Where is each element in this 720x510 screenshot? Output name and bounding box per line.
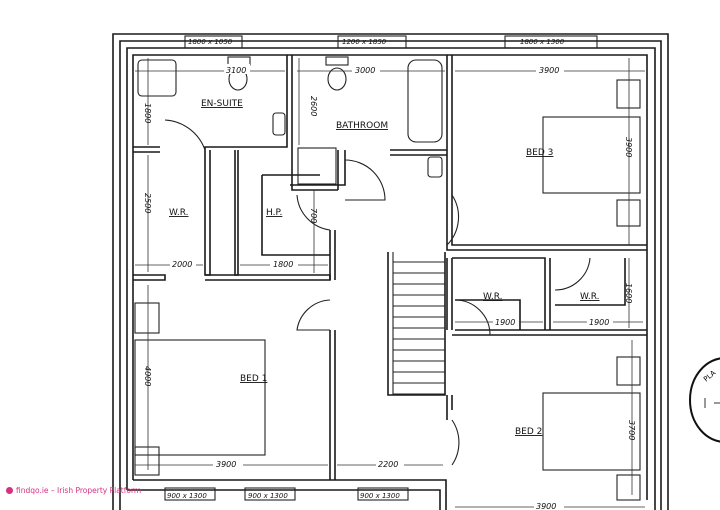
- window-label: 1800 x 1300: [520, 38, 565, 46]
- shower-tray-ensuite: [137, 59, 177, 97]
- stairs: [392, 252, 445, 395]
- dimension: 1900: [495, 318, 515, 327]
- bathroom-door: [344, 159, 386, 201]
- window-label: 900 x 1300: [248, 492, 288, 500]
- dimension: 2200: [378, 460, 398, 469]
- room-label-wr: W.R.: [483, 292, 503, 302]
- internal-walls: [133, 55, 647, 480]
- bath: [407, 59, 443, 143]
- bed3-door: [446, 194, 460, 246]
- dimension: 3000: [355, 66, 375, 75]
- toilet-bathroom: [327, 67, 347, 91]
- dimension: 3700: [627, 420, 636, 440]
- nightstand: [134, 446, 160, 476]
- bed2-door: [451, 419, 460, 466]
- window-label: 1200 x 1850: [342, 38, 387, 46]
- dimension: 1800: [273, 260, 293, 269]
- window-bottom-2: [244, 487, 296, 501]
- room-label-en-suite: EN-SUITE: [201, 99, 243, 109]
- window-label: 900 x 1300: [360, 492, 400, 500]
- external-walls: [112, 33, 669, 510]
- stamp-text: PLA: [702, 369, 717, 384]
- dimension: 1900: [589, 318, 609, 327]
- shower-tray-bathroom: [297, 147, 337, 185]
- window-label: 1800 x 1050: [188, 38, 233, 46]
- basin-bathroom: [427, 156, 443, 178]
- watermark-text: findqo.ie – Irish Property Platform: [16, 486, 142, 495]
- furniture: [134, 79, 641, 501]
- hp-door: [296, 194, 331, 231]
- room-label-hp: H.P.: [266, 208, 282, 218]
- dimension: 2000: [172, 260, 192, 269]
- nightstand: [616, 79, 641, 109]
- window-top-bed3: [504, 35, 598, 49]
- window-top-bathroom: [337, 35, 407, 49]
- wr-right-door: [554, 257, 591, 291]
- dimension: 3900: [216, 460, 236, 469]
- window-top-en-suite: [184, 35, 243, 49]
- wr-mid-door: [454, 299, 491, 336]
- windows: 1800 x 1050 1200 x 1850 1800 x 1300 900 …: [164, 35, 598, 501]
- doors: [164, 119, 591, 466]
- bed-1: [134, 339, 266, 456]
- room-label-wr: W.R.: [169, 208, 189, 218]
- window-bottom-1: [164, 487, 216, 501]
- bed-3: [542, 116, 641, 194]
- dimension: 2500: [143, 193, 152, 213]
- dimension: 3100: [226, 66, 246, 75]
- dimension: 2600: [309, 96, 318, 116]
- window-bottom-3: [357, 487, 409, 501]
- cistern-bathroom: [325, 56, 349, 66]
- dimension: 3900: [539, 66, 559, 75]
- en-suite-door: [164, 119, 206, 151]
- room-label-bed1: BED 1: [240, 374, 267, 384]
- nightstand: [134, 302, 160, 334]
- watermark: findqo.ie – Irish Property Platform: [6, 486, 141, 495]
- room-label-bed2: BED 2: [515, 427, 542, 437]
- dimension-labels: 3100 3000 3900 1800 2600 3900 2500 2000 …: [143, 64, 645, 510]
- nightstand: [616, 199, 641, 227]
- bed-2: [542, 392, 641, 471]
- nightstand: [616, 474, 641, 501]
- dimension-lines: [135, 58, 645, 495]
- nightstand: [616, 356, 641, 386]
- findqo-logo-icon: [6, 487, 13, 494]
- bed1-door: [296, 299, 331, 331]
- cistern-ensuite: [227, 56, 251, 66]
- dimension: 4000: [143, 366, 152, 386]
- basin-ensuite: [272, 112, 286, 136]
- dimension: 700: [309, 208, 318, 223]
- room-label-bed3: BED 3: [526, 148, 553, 158]
- fixtures: [137, 56, 443, 185]
- dimension: 1800: [143, 103, 152, 123]
- dimension: 1600: [624, 283, 633, 303]
- planning-stamp: PLA: [689, 357, 720, 443]
- dimension: 3900: [624, 137, 633, 157]
- room-label-wr: W.R.: [580, 292, 600, 302]
- room-label-bathroom: BATHROOM: [336, 121, 388, 131]
- room-labels: EN-SUITE BATHROOM BED 3 W.R. H.P. W.R. W…: [169, 99, 600, 437]
- dimension: 3900: [536, 502, 556, 510]
- window-label: 900 x 1300: [167, 492, 207, 500]
